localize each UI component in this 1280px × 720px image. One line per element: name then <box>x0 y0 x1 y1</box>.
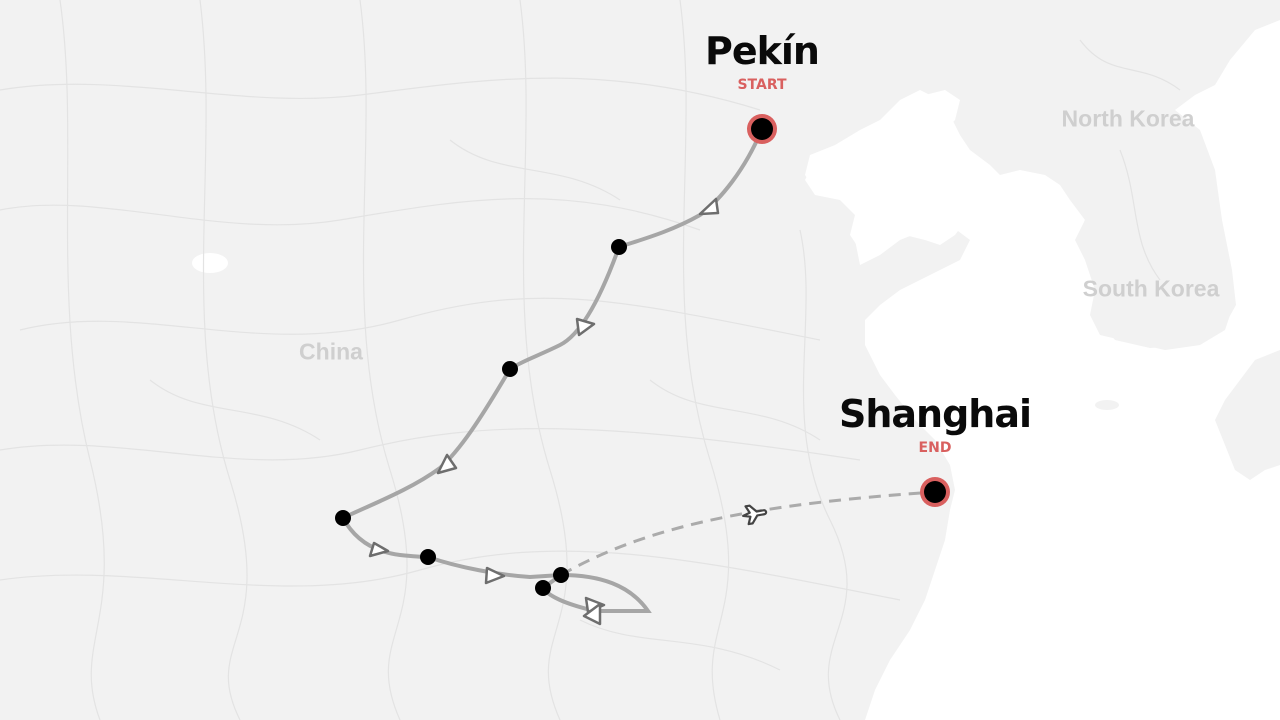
lake <box>192 253 228 273</box>
stop-marker <box>553 567 569 583</box>
route-stops <box>335 239 627 596</box>
direction-arrow-icon <box>368 541 390 558</box>
bohai-sea <box>805 90 1020 250</box>
land-korea <box>1050 105 1236 348</box>
direction-arrow-icon <box>436 453 458 475</box>
direction-arrow-icon <box>575 317 596 337</box>
end-tag: END <box>918 440 952 456</box>
start-marker[interactable] <box>747 114 777 144</box>
country-label-south-korea: South Korea <box>1082 275 1220 302</box>
stop-marker <box>420 549 436 565</box>
direction-arrow-icon <box>698 197 720 216</box>
country-label-north-korea: North Korea <box>1061 105 1195 132</box>
land-japan <box>1215 350 1280 480</box>
stop-marker <box>335 510 351 526</box>
direction-arrows <box>368 197 720 626</box>
airplane-icon <box>742 504 768 526</box>
direction-arrow-icon <box>484 566 506 585</box>
direction-arrow-icon <box>582 602 602 626</box>
jeju-island <box>1095 400 1119 410</box>
start-tag: START <box>737 77 787 93</box>
stop-marker <box>502 361 518 377</box>
stop-marker <box>611 239 627 255</box>
stop-marker <box>535 580 551 596</box>
country-label-china: China <box>299 338 363 365</box>
end-marker[interactable] <box>920 477 950 507</box>
start-city-name: Pekín <box>705 29 820 73</box>
road-network <box>0 0 1181 720</box>
end-city-name: Shanghai <box>838 392 1032 436</box>
